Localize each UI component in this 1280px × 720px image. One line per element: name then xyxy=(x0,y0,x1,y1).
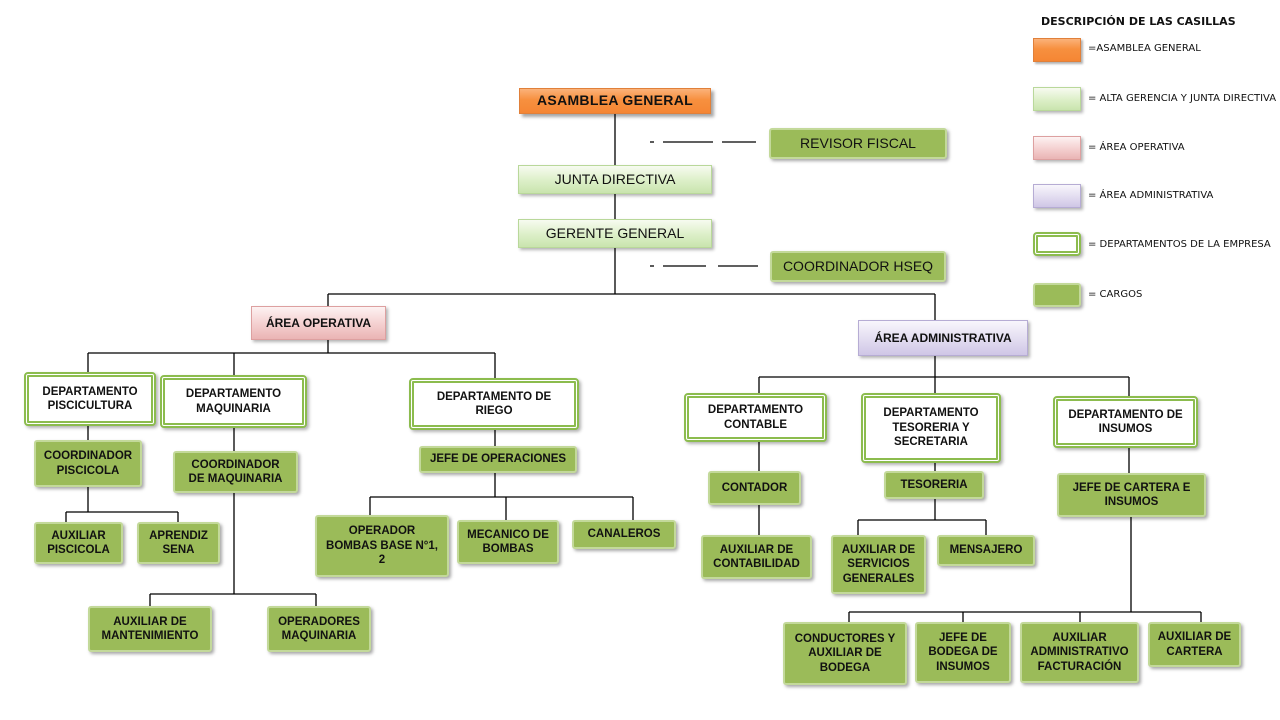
legend-swatch-alta-gerencia xyxy=(1033,87,1081,111)
revisor-fiscal-box: REVISOR FISCAL xyxy=(769,128,947,159)
dept-tesoreria-box: DEPARTAMENTO TESORERIA Y SECRETARIA xyxy=(861,393,1001,463)
asamblea-general-box: ASAMBLEA GENERAL xyxy=(519,88,711,114)
auxiliar-cartera-box: AUXILIAR DE CARTERA xyxy=(1148,622,1241,667)
legend-title: DESCRIPCIÓN DE LAS CASILLAS xyxy=(1041,15,1236,28)
canaleros-box: CANALEROS xyxy=(572,520,676,549)
dept-insumos-box: DEPARTAMENTO DE INSUMOS xyxy=(1053,396,1198,448)
legend-swatch-departamentos xyxy=(1033,232,1081,256)
jefe-bodega-box: JEFE DE BODEGA DE INSUMOS xyxy=(915,622,1011,683)
auxiliar-servicios-box: AUXILIAR DE SERVICIOS GENERALES xyxy=(831,535,926,594)
legend-label-cargos: = CARGOS xyxy=(1088,289,1143,300)
legend-label-alta-gerencia: = ALTA GERENCIA Y JUNTA DIRECTIVA xyxy=(1088,93,1277,104)
tesoreria-box: TESORERIA xyxy=(884,471,984,499)
dept-riego-box: DEPARTAMENTO DE RIEGO xyxy=(409,378,579,430)
legend-swatch-asamblea xyxy=(1033,38,1081,62)
mensajero-box: MENSAJERO xyxy=(937,535,1035,566)
legend-swatch-cargos xyxy=(1033,283,1081,307)
conductores-box: CONDUCTORES Y AUXILIAR DE BODEGA xyxy=(783,622,907,685)
operador-bombas-box: OPERADOR BOMBAS BASE N°1, 2 xyxy=(315,515,449,577)
auxiliar-mantenimiento-box: AUXILIAR DE MANTENIMIENTO xyxy=(88,606,212,652)
dept-contable-box: DEPARTAMENTO CONTABLE xyxy=(684,393,827,442)
operadores-maquinaria-box: OPERADORES MAQUINARIA xyxy=(267,606,371,652)
mecanico-bombas-box: MECANICO DE BOMBAS xyxy=(457,520,559,564)
aprendiz-sena-box: APRENDIZ SENA xyxy=(137,522,220,564)
dept-piscicultura-box: DEPARTAMENTO PISCICULTURA xyxy=(24,372,156,426)
coordinador-maquinaria-box: COORDINADOR DE MAQUINARIA xyxy=(173,451,298,493)
auxiliar-facturacion-box: AUXILIAR ADMINISTRATIVO FACTURACIÓN xyxy=(1020,622,1139,683)
coordinador-piscicola-box: COORDINADOR PISCICOLA xyxy=(34,440,142,487)
legend-label-area-operativa: = ÁREA OPERATIVA xyxy=(1088,142,1185,153)
legend-label-departamentos: = DEPARTAMENTOS DE LA EMPRESA xyxy=(1088,239,1271,250)
area-operativa-box: ÁREA OPERATIVA xyxy=(251,306,386,340)
legend-swatch-area-administrativa xyxy=(1033,184,1081,208)
gerente-general-box: GERENTE GENERAL xyxy=(518,219,712,248)
junta-directiva-box: JUNTA DIRECTIVA xyxy=(518,165,712,194)
auxiliar-piscicola-box: AUXILIAR PISCICOLA xyxy=(34,522,123,564)
legend-label-asamblea: =ASAMBLEA GENERAL xyxy=(1088,43,1201,54)
legend-swatch-area-operativa xyxy=(1033,136,1081,160)
coordinador-hseq-box: COORDINADOR HSEQ xyxy=(770,251,946,282)
contador-box: CONTADOR xyxy=(708,471,801,505)
jefe-cartera-box: JEFE DE CARTERA E INSUMOS xyxy=(1057,473,1206,517)
jefe-operaciones-box: JEFE DE OPERACIONES xyxy=(419,446,577,473)
auxiliar-contabilidad-box: AUXILIAR DE CONTABILIDAD xyxy=(701,535,812,579)
legend-label-area-administrativa: = ÁREA ADMINISTRATIVA xyxy=(1088,190,1214,201)
dept-maquinaria-box: DEPARTAMENTO MAQUINARIA xyxy=(160,375,307,428)
area-administrativa-box: ÁREA ADMINISTRATIVA xyxy=(858,320,1028,356)
